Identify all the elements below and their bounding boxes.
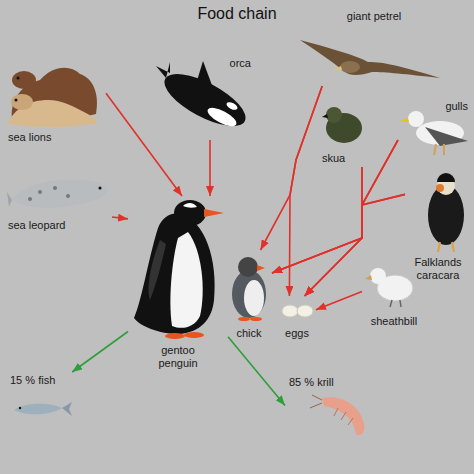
eggs-figure	[282, 305, 313, 317]
animal-node: gentoo penguin	[128, 196, 228, 372]
food-arrow	[112, 217, 128, 219]
animal-label: gentoo penguin	[152, 344, 204, 370]
caracara-figure	[428, 173, 464, 252]
animal-label: Falklands caracara	[409, 256, 467, 282]
animal-node: gulls	[398, 98, 472, 158]
food-arrow	[106, 93, 182, 196]
animal-node: sea lions	[4, 58, 106, 146]
animal-node: Falklands caracara	[405, 172, 471, 284]
animal-node: chick	[226, 250, 272, 342]
sea-leopard-figure	[7, 180, 108, 208]
food-arrow	[305, 167, 362, 296]
animal-label: chick	[236, 327, 261, 340]
chick-figure	[232, 257, 266, 321]
animal-node: sheathbill	[362, 260, 426, 330]
food-arrow	[305, 194, 405, 296]
animal-node: skua	[318, 104, 368, 167]
animal-label: eggs	[285, 327, 309, 340]
food-arrow	[72, 332, 128, 373]
animal-label: sea leopard	[8, 219, 66, 232]
animal-label: 85 % krill	[289, 376, 334, 389]
animal-label: orca	[230, 57, 251, 70]
animal-label: sea lions	[8, 131, 51, 144]
food-arrow	[305, 140, 398, 296]
food-arrow	[209, 140, 211, 196]
animal-label: giant petrel	[347, 10, 401, 23]
animal-label: sheathbill	[371, 315, 417, 328]
food-arrow	[228, 337, 285, 406]
food-arrow	[272, 167, 362, 273]
animal-node: 15 % fish	[6, 372, 78, 420]
food-arrow	[316, 292, 362, 310]
animal-label: skua	[322, 152, 345, 165]
animal-label: 15 % fish	[10, 374, 55, 387]
skua-figure	[322, 107, 362, 143]
penguin-figure	[134, 200, 224, 339]
krill-figure	[310, 395, 364, 435]
animal-label: gulls	[445, 100, 468, 113]
orca-figure	[156, 61, 253, 136]
animal-node: giant petrel	[300, 8, 448, 86]
animal-node: orca	[155, 55, 255, 140]
animal-node: 85 % krill	[285, 374, 375, 444]
fish-figure	[14, 402, 72, 416]
animal-node: sea leopard	[4, 166, 112, 234]
petrel-figure	[300, 40, 440, 78]
food-arrow	[272, 140, 398, 273]
gull-figure	[400, 111, 468, 155]
animal-node: eggs	[278, 296, 316, 342]
diagram-title: Food chain	[0, 0, 474, 23]
sea-lion-figure	[8, 68, 97, 127]
sheathbill-figure	[365, 268, 413, 307]
